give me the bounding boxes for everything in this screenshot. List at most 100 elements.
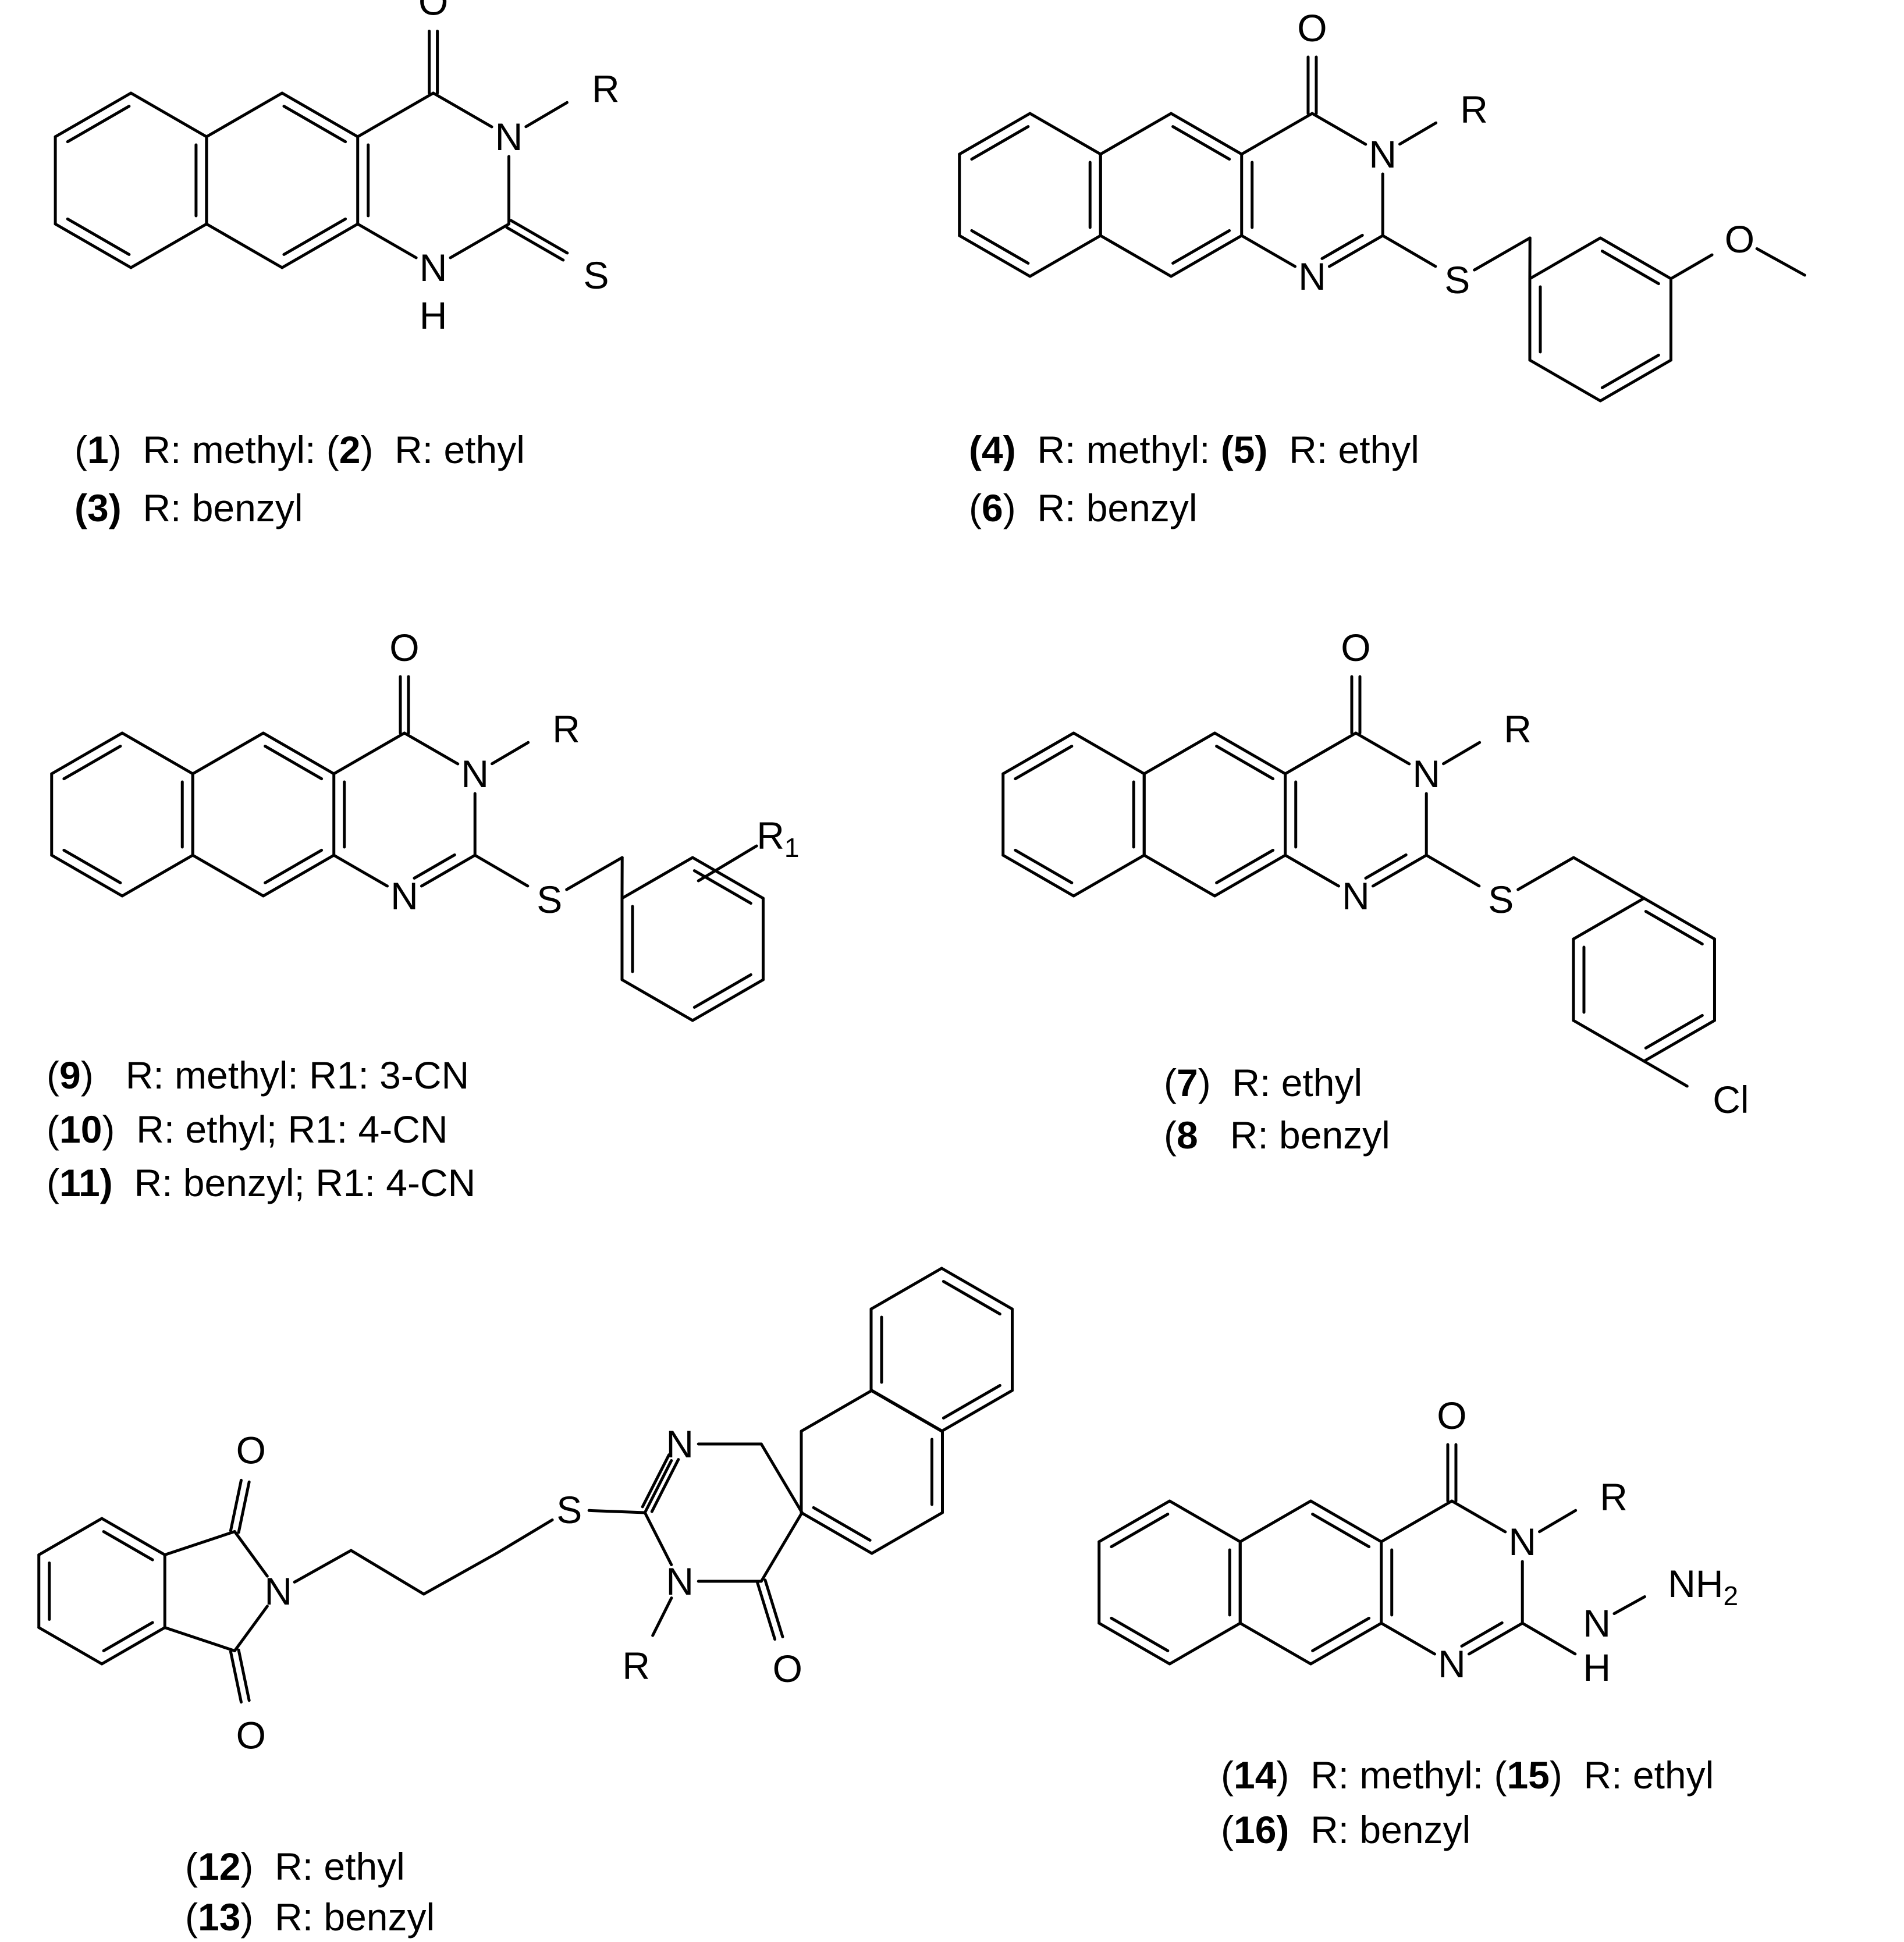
atom-label: S bbox=[1444, 258, 1470, 301]
atom-label: N bbox=[461, 752, 489, 795]
bond bbox=[432, 91, 493, 129]
bond bbox=[940, 1267, 1014, 1311]
caption-s5-line2: (13) R: benzyl bbox=[185, 1895, 435, 1939]
bond bbox=[129, 222, 208, 269]
caption-s3-line2: (10) R: ethyl; R1: 4-CN bbox=[47, 1108, 448, 1151]
bond bbox=[1442, 741, 1482, 766]
bond bbox=[473, 853, 530, 888]
bond bbox=[120, 853, 194, 898]
bond bbox=[1169, 234, 1244, 278]
atom-label: N bbox=[666, 1560, 694, 1603]
bond bbox=[356, 91, 435, 138]
bond bbox=[332, 853, 389, 888]
bond bbox=[100, 1626, 166, 1666]
bond bbox=[205, 91, 284, 138]
caption-text: R: methyl: R1: 3-CN bbox=[125, 1054, 470, 1097]
bond bbox=[191, 853, 265, 898]
bond bbox=[1572, 897, 1646, 941]
bond bbox=[1240, 112, 1314, 156]
bond bbox=[691, 978, 765, 1022]
bond bbox=[691, 856, 765, 900]
atom-label: R bbox=[622, 1644, 650, 1687]
atom-label: O bbox=[1437, 1394, 1466, 1437]
atom-label: N bbox=[1438, 1642, 1466, 1685]
bond bbox=[763, 1578, 784, 1638]
compound-number: 3 bbox=[87, 486, 109, 529]
caption-text: R: ethyl; R1: 4-CN bbox=[136, 1108, 448, 1151]
caption-text: R: methyl: bbox=[1037, 428, 1210, 471]
bond bbox=[1110, 1513, 1170, 1549]
atom-label: S bbox=[1488, 878, 1514, 921]
compound-number: 7 bbox=[1176, 1061, 1198, 1104]
atom-label: Cl bbox=[1713, 1078, 1749, 1121]
bond bbox=[1642, 897, 1716, 941]
bond bbox=[1213, 853, 1287, 898]
bond bbox=[1644, 910, 1704, 946]
atom-label: R bbox=[1600, 1475, 1628, 1518]
atom-label: O bbox=[418, 0, 448, 23]
bond bbox=[1014, 848, 1074, 884]
bond bbox=[1142, 731, 1216, 776]
bond bbox=[1099, 234, 1173, 278]
caption-s4-line2: (8 R: benzyl bbox=[1164, 1114, 1390, 1157]
bond bbox=[1142, 853, 1216, 898]
bond bbox=[1284, 853, 1341, 888]
bond bbox=[54, 222, 133, 269]
caption-text: R: benzyl bbox=[1037, 486, 1198, 529]
bond bbox=[1467, 1621, 1524, 1656]
bond bbox=[587, 1509, 646, 1514]
atom-label: N bbox=[1412, 752, 1440, 795]
bond bbox=[191, 731, 265, 776]
bond bbox=[1600, 353, 1660, 389]
bond bbox=[349, 1549, 425, 1596]
atom-label: O bbox=[1341, 626, 1370, 669]
atom-label: H bbox=[1583, 1646, 1611, 1689]
compound-number: 16 bbox=[1233, 1808, 1277, 1851]
caption-text: R: methyl: bbox=[1310, 1754, 1484, 1797]
atom-label: R bbox=[1504, 707, 1532, 751]
bond bbox=[1171, 229, 1231, 265]
bond bbox=[620, 978, 694, 1022]
bond bbox=[812, 1506, 872, 1542]
bond bbox=[942, 1383, 1001, 1420]
bond bbox=[1072, 731, 1146, 776]
bond bbox=[1320, 233, 1364, 260]
bond bbox=[205, 222, 284, 269]
bond bbox=[1309, 1499, 1383, 1543]
bond bbox=[1644, 1013, 1704, 1050]
bond bbox=[261, 731, 336, 776]
bond bbox=[620, 856, 694, 900]
bond bbox=[1364, 853, 1408, 880]
bond bbox=[1168, 1621, 1242, 1666]
bond bbox=[1460, 1621, 1504, 1648]
bond bbox=[509, 219, 569, 255]
bond bbox=[970, 125, 1030, 161]
atom-label: O bbox=[773, 1647, 802, 1690]
atom-label: N bbox=[666, 1422, 694, 1466]
bond bbox=[1327, 234, 1384, 268]
caption-text: R: benzyl bbox=[1230, 1114, 1390, 1157]
atom-label: R bbox=[592, 67, 620, 111]
bond bbox=[650, 1458, 680, 1513]
bond bbox=[1425, 853, 1481, 888]
caption-text: R: benzyl; R1: 4-CN bbox=[134, 1161, 476, 1204]
bond bbox=[869, 1267, 943, 1311]
bond bbox=[1014, 745, 1074, 781]
bond bbox=[759, 1511, 804, 1583]
bond bbox=[1213, 731, 1287, 776]
bond bbox=[1572, 856, 1646, 900]
bond bbox=[1516, 856, 1575, 891]
bond bbox=[1642, 1059, 1689, 1088]
bond bbox=[1099, 112, 1173, 156]
bond bbox=[280, 222, 360, 269]
bond bbox=[1240, 234, 1297, 268]
bond bbox=[1598, 358, 1672, 403]
bond bbox=[1380, 1499, 1454, 1543]
bond bbox=[1028, 112, 1102, 156]
bond bbox=[1473, 236, 1532, 272]
caption-text: R: ethyl bbox=[1289, 428, 1419, 471]
atom-label: O bbox=[236, 1429, 266, 1472]
bond bbox=[332, 731, 406, 776]
bond bbox=[233, 1605, 269, 1652]
bond bbox=[870, 1511, 944, 1555]
